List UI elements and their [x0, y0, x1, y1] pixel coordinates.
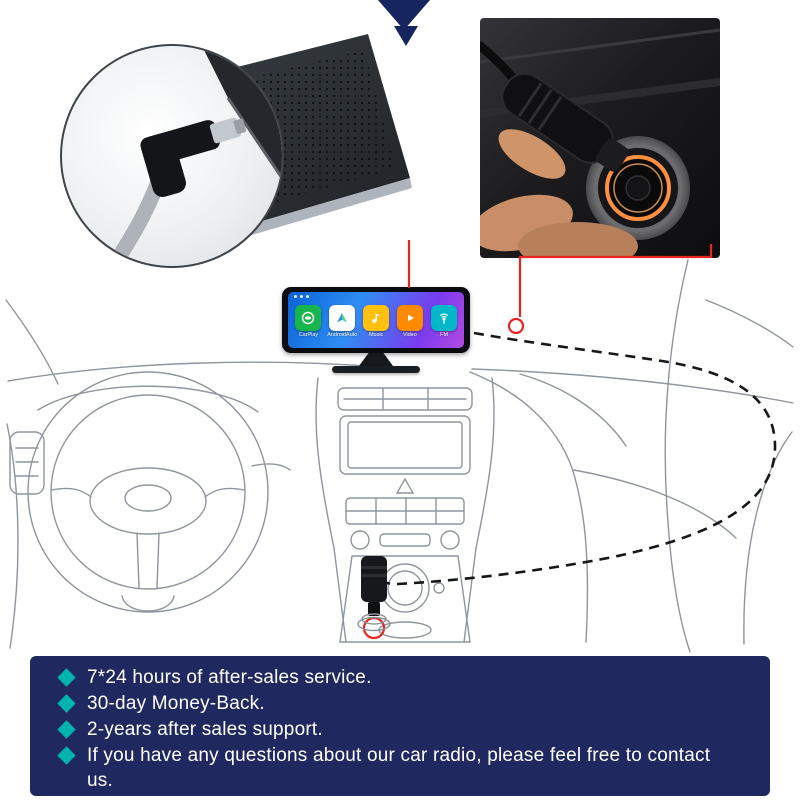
app-fm: FM: [431, 305, 458, 340]
device-bezel: CarPlay AndroidAuto Music: [282, 287, 470, 353]
diamond-bullet-icon: [57, 694, 76, 713]
app-label: AndroidAuto: [326, 332, 358, 338]
app-carplay: CarPlay: [295, 305, 322, 340]
app-music: Music: [363, 305, 390, 340]
app-label: Video: [403, 332, 417, 338]
diamond-bullet-icon: [57, 746, 76, 765]
service-text: 7*24 hours of after-sales service.: [87, 667, 372, 688]
diamond-bullet-icon: [57, 668, 76, 687]
service-item: 2-years after sales support.: [57, 717, 744, 742]
app-label: CarPlay: [298, 332, 318, 338]
socket-photo: [480, 18, 720, 258]
play-icon: [397, 305, 423, 331]
service-text: If you have any questions about our car …: [87, 745, 711, 791]
top-arrow-icon: [378, 0, 430, 46]
service-text: 2-years after sales support.: [87, 719, 323, 740]
app-video: Video: [397, 305, 424, 340]
service-banner: 7*24 hours of after-sales service. 30-da…: [30, 656, 770, 796]
android-auto-icon: [329, 305, 355, 331]
device-base: [332, 366, 420, 373]
device-stand: [359, 353, 393, 366]
antenna-icon: [431, 305, 457, 331]
carplay-screen-device: CarPlay AndroidAuto Music: [282, 287, 470, 373]
usb-connector-drawing: [104, 46, 282, 266]
app-androidauto: AndroidAuto: [326, 305, 358, 340]
status-bar: [294, 295, 309, 298]
service-text: 30-day Money-Back.: [87, 693, 265, 714]
service-item: 30-day Money-Back.: [57, 691, 744, 716]
diamond-bullet-icon: [57, 720, 76, 739]
service-item: 7*24 hours of after-sales service.: [57, 665, 744, 690]
service-item: If you have any questions about our car …: [57, 743, 744, 793]
usb-connector-inset: [60, 44, 284, 268]
device-screen: CarPlay AndroidAuto Music: [288, 292, 464, 348]
app-label: Music: [368, 332, 384, 338]
carplay-icon: [295, 305, 321, 331]
app-label: FM: [440, 332, 448, 338]
music-icon: [363, 305, 389, 331]
socket-drawing: [480, 28, 720, 258]
